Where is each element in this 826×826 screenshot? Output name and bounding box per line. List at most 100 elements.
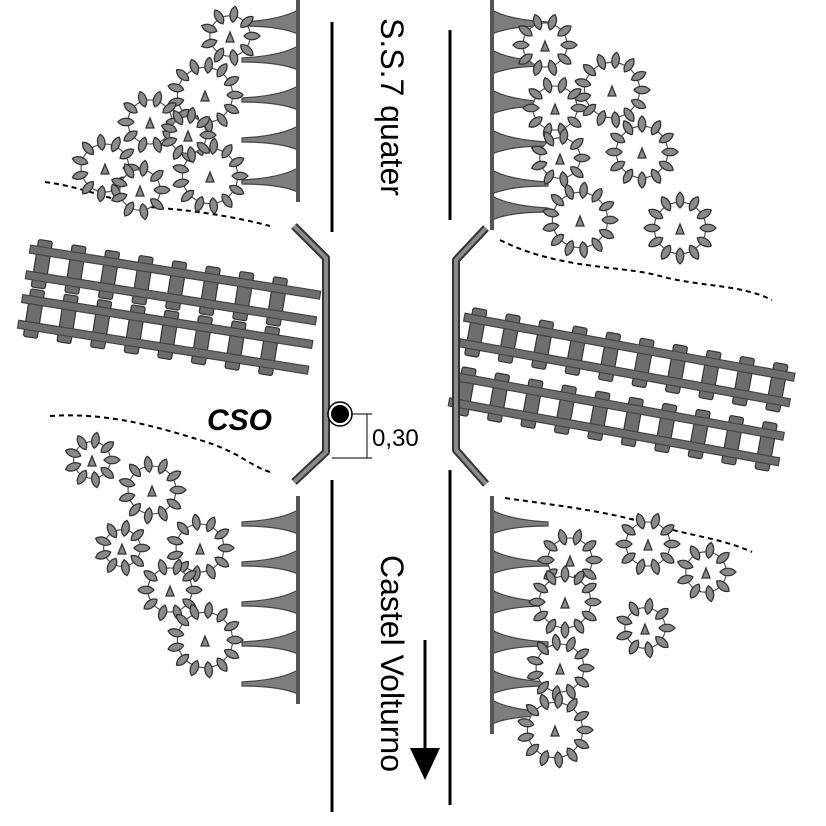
tree-leaf bbox=[117, 117, 135, 127]
tree-leaf bbox=[596, 109, 607, 127]
tree-leaf bbox=[555, 662, 565, 675]
tree-leaf bbox=[696, 236, 712, 248]
tree-leaf bbox=[536, 641, 550, 656]
tree-leaf bbox=[675, 191, 685, 209]
embankment-top-right bbox=[499, 239, 773, 301]
tree-trunk bbox=[241, 628, 299, 655]
tree-leaf bbox=[621, 552, 636, 564]
tree-leaf bbox=[570, 137, 584, 150]
tree-trunk bbox=[241, 44, 299, 71]
tree-leaf bbox=[689, 545, 701, 561]
tree-trunk bbox=[241, 166, 299, 193]
tree-leaf bbox=[118, 492, 136, 502]
tree-leaf bbox=[157, 558, 168, 576]
tree-leaf bbox=[162, 102, 177, 114]
tree-leaf bbox=[598, 228, 615, 240]
tree-leaf bbox=[537, 555, 555, 565]
tree-leaf bbox=[240, 15, 254, 28]
tree-leaf bbox=[554, 751, 564, 769]
tree-leaf bbox=[570, 166, 584, 179]
tree-leaf bbox=[605, 147, 623, 157]
tree-leaf bbox=[565, 554, 575, 567]
tree-leaf bbox=[90, 470, 100, 489]
tree-leaf bbox=[581, 582, 597, 594]
tree-leaf bbox=[214, 528, 230, 540]
railway-track-left bbox=[16, 239, 322, 376]
rail-bar bbox=[462, 312, 796, 382]
tree-leaf bbox=[596, 53, 607, 71]
tree-leaf bbox=[550, 233, 565, 246]
tree-leaf bbox=[139, 159, 149, 178]
tree-leaf bbox=[570, 103, 588, 113]
tree-leaf bbox=[231, 171, 249, 181]
tree-leaf bbox=[221, 193, 233, 208]
tree-leaf bbox=[650, 558, 661, 576]
tree-trunk bbox=[241, 588, 299, 615]
tree-leaf bbox=[120, 519, 130, 538]
tree-leaf bbox=[186, 145, 196, 164]
tree-leaf bbox=[557, 25, 572, 37]
tree-leaf bbox=[64, 462, 82, 472]
tree-leaf bbox=[601, 215, 619, 225]
tree-leaf bbox=[143, 570, 158, 582]
tree-canopy bbox=[94, 519, 151, 577]
tree-leaf bbox=[607, 84, 617, 97]
tree-canopy bbox=[160, 106, 217, 164]
tree-leaf bbox=[716, 580, 730, 593]
tree-leaf bbox=[150, 169, 164, 182]
tree-leaf bbox=[560, 621, 570, 639]
tree-leaf bbox=[650, 168, 662, 184]
tree-leaf bbox=[574, 648, 590, 660]
tree-leaf bbox=[213, 9, 225, 25]
tree-leaf bbox=[100, 466, 115, 479]
tree-leaf bbox=[100, 162, 110, 175]
tree-leaf bbox=[630, 98, 647, 110]
tree-leaf bbox=[545, 618, 557, 634]
tree-leaf bbox=[577, 663, 595, 673]
tree-leaf bbox=[564, 183, 575, 201]
tree-leaf bbox=[532, 13, 543, 31]
tree-leaf bbox=[573, 570, 585, 586]
tree-leaf bbox=[186, 106, 196, 125]
tree-leaf bbox=[172, 178, 190, 188]
tree-leaf bbox=[145, 116, 155, 129]
tree-leaf bbox=[532, 59, 543, 77]
tree-leaf bbox=[106, 523, 118, 539]
tree-leaf bbox=[175, 653, 190, 666]
tree-leaf bbox=[650, 512, 661, 530]
tree-leaf bbox=[567, 116, 582, 128]
tree-leaf bbox=[660, 196, 672, 212]
tree-leaf bbox=[172, 558, 183, 576]
tree-leaf bbox=[675, 222, 685, 235]
tree-leaf bbox=[135, 184, 145, 197]
tree-leaf bbox=[214, 556, 230, 568]
tree-trunk bbox=[491, 508, 549, 535]
tree-trunk bbox=[241, 84, 299, 111]
tree-leaf bbox=[194, 195, 205, 213]
tree-leaf bbox=[130, 554, 145, 567]
tree-leaf bbox=[644, 640, 654, 659]
tree-leaf bbox=[160, 137, 178, 147]
tree-leaf bbox=[610, 132, 626, 144]
tree-canopy bbox=[167, 601, 244, 679]
tree-leaf bbox=[628, 639, 640, 655]
tree-leaf bbox=[525, 743, 540, 756]
tree-leaf bbox=[574, 78, 592, 88]
tree-leaf bbox=[189, 659, 200, 677]
tree-leaf bbox=[696, 208, 712, 220]
tree-canopy bbox=[517, 691, 594, 769]
tree-leaf bbox=[167, 628, 185, 638]
tree-leaf bbox=[150, 198, 164, 211]
tree-leaf bbox=[165, 584, 175, 597]
tree-leaf bbox=[196, 141, 211, 154]
tree-leaf bbox=[573, 618, 585, 634]
tree-trunk bbox=[491, 628, 549, 655]
direction-label: Castel Volturno bbox=[374, 555, 410, 772]
tree-leaf bbox=[123, 163, 135, 179]
tree-canopy bbox=[71, 133, 140, 203]
tree-leaf bbox=[166, 536, 184, 546]
tree-leaf bbox=[643, 538, 653, 551]
direction-arrow bbox=[410, 640, 440, 780]
tree-leaf bbox=[579, 241, 589, 259]
tree-leaf bbox=[120, 558, 130, 577]
